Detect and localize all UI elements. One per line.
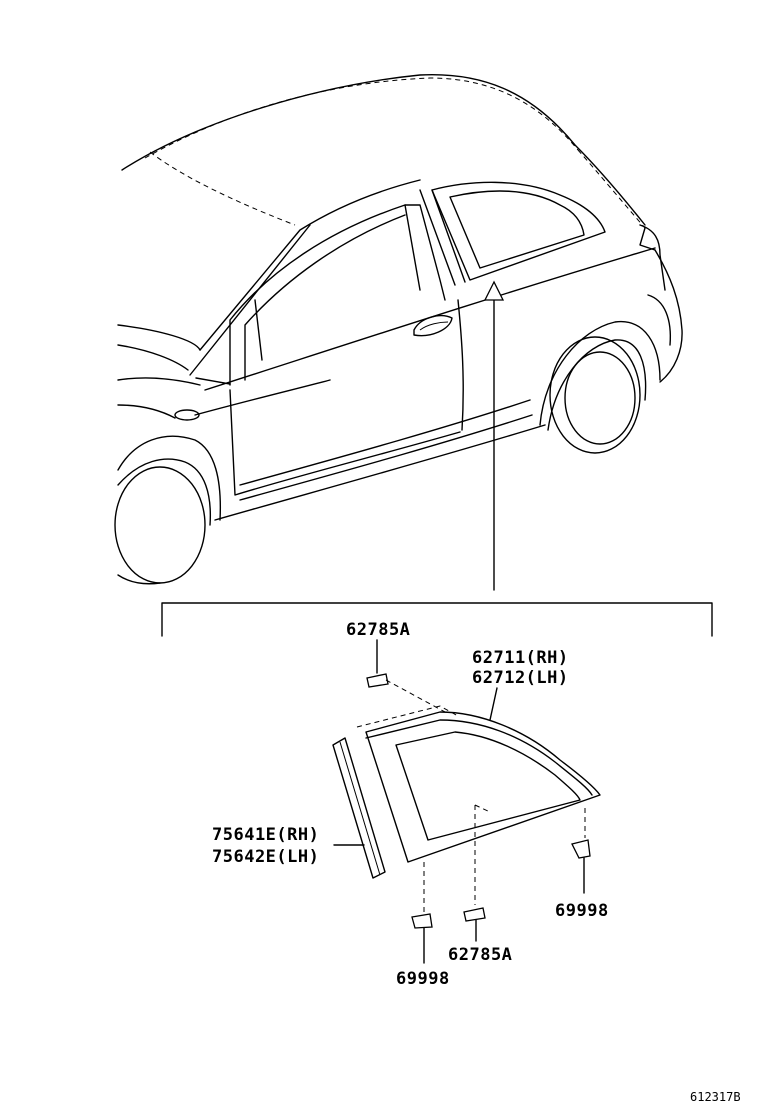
callout-69998-bottom: 69998 (396, 969, 450, 989)
callout-69998-right: 69998 (555, 901, 609, 921)
figure-id: 612317B (690, 1090, 741, 1104)
clip-part-bottom-2 (463, 907, 486, 922)
callout-62712-lh: 62712(LH) (472, 668, 569, 688)
callout-75642e-lh: 75642E(LH) (212, 847, 319, 867)
callout-75641e-rh: 75641E(RH) (212, 825, 319, 845)
section-bracket (161, 602, 713, 637)
callout-62785a-bottom: 62785A (448, 945, 512, 965)
vehicle-illustration (114, 73, 683, 591)
callout-62711-rh: 62711(RH) (472, 648, 569, 668)
callout-labels: 62785A 62711(RH) 62712(LH) 75641E(RH) 75… (212, 620, 741, 1104)
callout-62785a-top: 62785A (346, 620, 410, 640)
clip-part-bottom (411, 913, 433, 929)
clip-part-right (571, 839, 591, 859)
clip-part-top (366, 673, 389, 688)
parts-exploded-view (332, 639, 601, 964)
